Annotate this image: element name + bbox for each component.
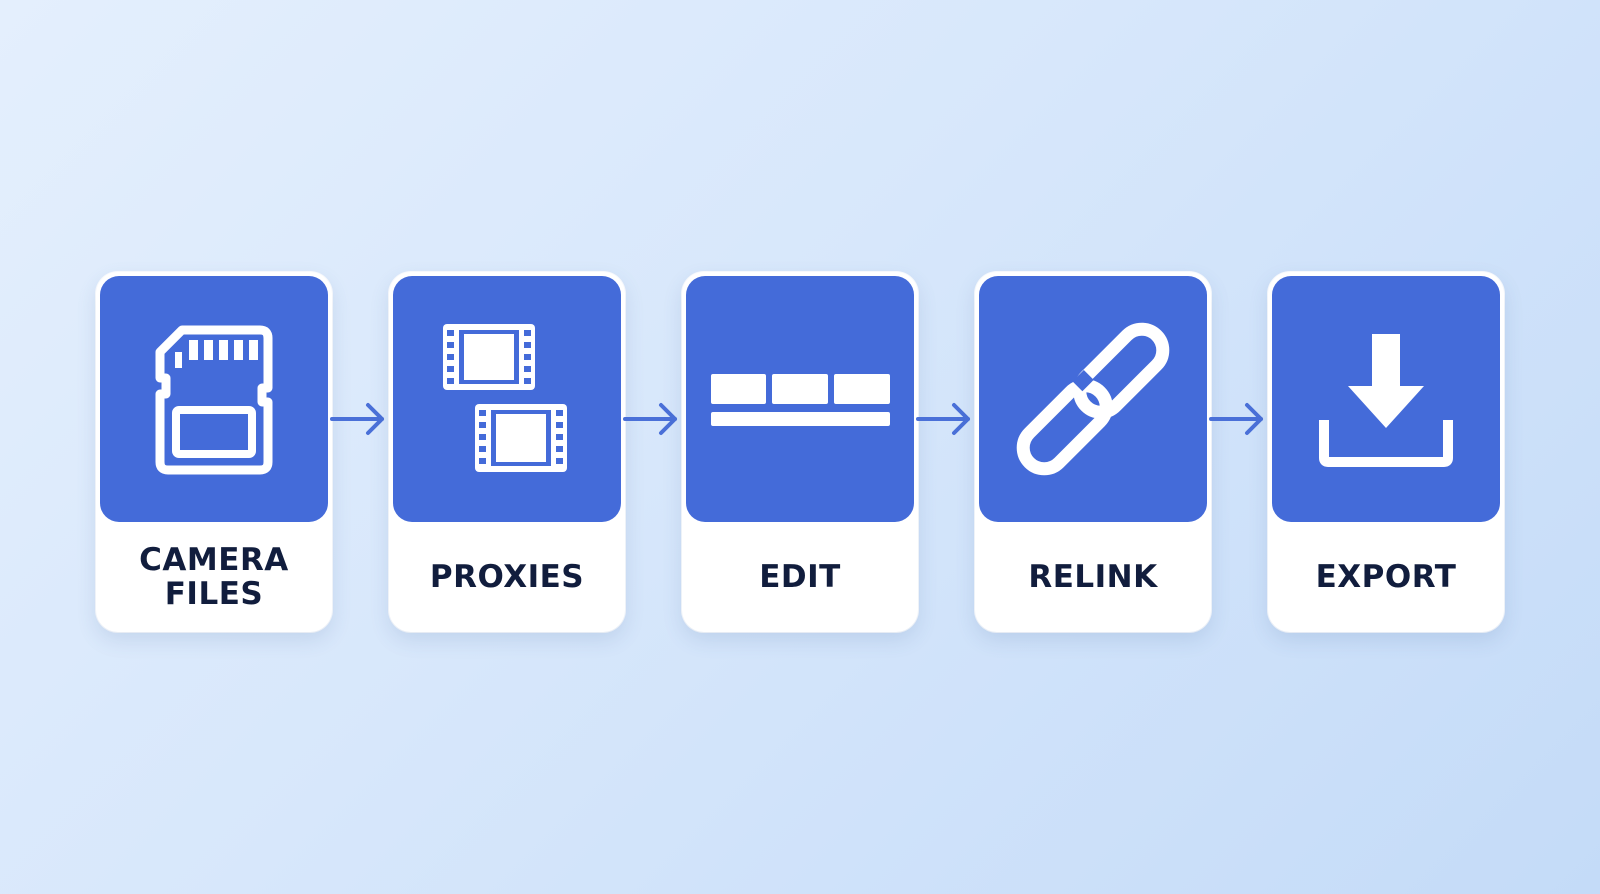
step-label: RELINK [1028,559,1158,595]
step-label: PROXIES [429,559,585,595]
arrow-right-icon [916,403,970,435]
step-card-relink: RELINK [975,272,1211,632]
timeline-icon [711,374,890,426]
step-card-export: EXPORT [1268,272,1504,632]
step-panel [100,276,328,522]
arrow-right-icon [1209,403,1263,435]
step-label: EDIT [759,559,841,595]
arrow-right-icon [623,403,677,435]
step-card-camera-files: CAMERA FILES [96,272,332,632]
step-panel [686,276,914,522]
sd-card-icon [155,325,273,475]
step-panel [1272,276,1500,522]
step-panel [979,276,1207,522]
film-strips-icon [443,324,567,472]
step-label: EXPORT [1315,559,1457,595]
step-card-proxies: PROXIES [389,272,625,632]
step-card-edit: EDIT [682,272,918,632]
arrow-right-icon [330,403,384,435]
link-icon [1016,322,1170,476]
download-icon [1319,334,1453,467]
step-label: CAMERA FILES [139,542,289,612]
step-panel [393,276,621,522]
